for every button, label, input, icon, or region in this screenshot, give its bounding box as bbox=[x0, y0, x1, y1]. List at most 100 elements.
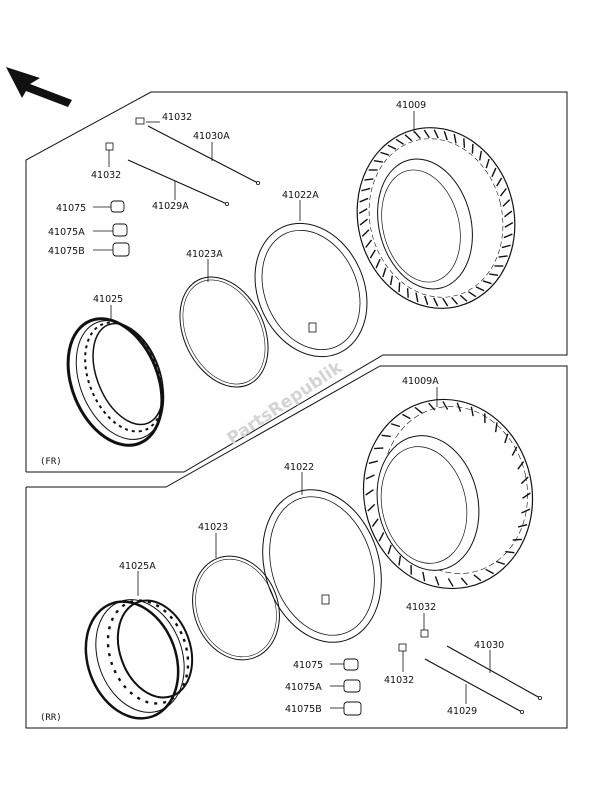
tread-mark bbox=[442, 401, 449, 410]
rear-spoke-short bbox=[424, 658, 525, 715]
rear-tube-valve-icon bbox=[321, 594, 330, 605]
tread-mark bbox=[478, 150, 483, 161]
front-rim-label: 41025 bbox=[93, 294, 123, 305]
tread-mark bbox=[368, 460, 379, 464]
tread-mark bbox=[456, 402, 462, 412]
rear-rim-band-label: 41023 bbox=[198, 522, 228, 533]
tread-mark bbox=[415, 292, 419, 303]
tread-mark bbox=[359, 197, 369, 203]
front-tube bbox=[254, 222, 368, 358]
tread-mark bbox=[447, 578, 454, 587]
tread-mark bbox=[504, 221, 514, 228]
rear-nipple-b-icon bbox=[398, 643, 407, 652]
rear-spoke-long-label: 41030 bbox=[474, 640, 504, 651]
tread-mark bbox=[390, 423, 401, 428]
front-nipple-a-label: 41032 bbox=[162, 112, 192, 123]
front-weight-b-label: 41075B bbox=[48, 246, 85, 257]
tread-mark bbox=[358, 208, 368, 215]
front-nipple-b-icon bbox=[105, 142, 114, 151]
tread-mark bbox=[501, 244, 511, 249]
rear-weight-a-icon bbox=[343, 679, 361, 693]
tread-mark bbox=[498, 255, 508, 258]
tread-mark bbox=[414, 406, 423, 414]
rear-spoke-long bbox=[446, 645, 543, 701]
front-weight-a-icon bbox=[112, 223, 128, 237]
front-spoke-short-label: 41029A bbox=[152, 201, 189, 212]
tread-mark bbox=[413, 131, 421, 140]
tread-mark bbox=[406, 288, 409, 298]
tread-mark bbox=[468, 291, 477, 298]
front-nipple-a-icon bbox=[135, 117, 145, 125]
rear-panel-border bbox=[25, 365, 568, 729]
front-weight-icon bbox=[110, 200, 125, 213]
tread-mark bbox=[485, 568, 494, 575]
tread-mark bbox=[459, 294, 468, 302]
tread-mark bbox=[369, 249, 376, 259]
front-rim-band-label: 41023A bbox=[186, 249, 223, 260]
rear-rim-label: 41025A bbox=[119, 561, 156, 572]
rear-weight-label: 41075 bbox=[293, 660, 323, 671]
tread-mark bbox=[398, 555, 402, 566]
tread-mark bbox=[398, 282, 401, 293]
tread-mark bbox=[460, 577, 468, 586]
tread-mark bbox=[496, 177, 503, 187]
tread-mark bbox=[517, 460, 525, 470]
rear-nipple-b-label: 41032 bbox=[384, 675, 414, 686]
tread-mark bbox=[359, 218, 368, 226]
tread-mark bbox=[512, 538, 522, 541]
tread-mark bbox=[404, 134, 413, 142]
tread-mark bbox=[503, 233, 513, 239]
direction-arrow-icon bbox=[6, 67, 72, 107]
front-weight-b-icon bbox=[112, 242, 130, 257]
tread-mark bbox=[361, 229, 370, 237]
rear-spoke-short-label: 41029 bbox=[447, 706, 477, 717]
tread-mark bbox=[520, 476, 529, 485]
front-spoke-short bbox=[127, 159, 229, 206]
tread-mark bbox=[463, 138, 466, 148]
tread-mark bbox=[489, 273, 499, 277]
tread-mark bbox=[485, 158, 490, 169]
tread-mark bbox=[373, 159, 383, 163]
tread-mark bbox=[361, 187, 371, 192]
rear-rim-band bbox=[192, 555, 280, 661]
watermark: PartsRepublik bbox=[224, 357, 347, 449]
tread-mark bbox=[505, 550, 515, 554]
front-panel-border bbox=[25, 91, 568, 473]
front-tube-label: 41022A bbox=[282, 190, 319, 201]
tread-mark bbox=[451, 296, 459, 305]
tread-mark bbox=[494, 422, 498, 433]
front-rim-band bbox=[179, 276, 269, 388]
tread-mark bbox=[422, 571, 426, 582]
rear-weight-b-icon bbox=[343, 701, 362, 716]
front-rim bbox=[66, 317, 165, 447]
rear-tube-label: 41022 bbox=[284, 462, 314, 473]
tread-mark bbox=[522, 492, 531, 499]
front-section-label: (FR) bbox=[40, 457, 62, 467]
tread-mark bbox=[378, 532, 385, 542]
tread-mark bbox=[433, 129, 439, 139]
rear-nipple-a-icon bbox=[420, 629, 429, 638]
tread-mark bbox=[365, 239, 373, 248]
tread-mark bbox=[381, 434, 391, 438]
tread-mark bbox=[365, 474, 375, 480]
rear-tire-tread bbox=[365, 401, 531, 587]
tread-mark bbox=[428, 402, 436, 411]
tread-mark bbox=[470, 406, 474, 417]
tread-mark bbox=[504, 210, 513, 218]
tread-mark bbox=[395, 138, 404, 145]
front-spoke-long-label: 41030A bbox=[193, 131, 230, 142]
rear-section-label: (RR) bbox=[40, 713, 62, 723]
rear-weight-a-label: 41075A bbox=[285, 682, 322, 693]
tread-mark bbox=[482, 280, 492, 285]
tread-mark bbox=[389, 275, 394, 286]
front-spoke-long bbox=[147, 125, 260, 185]
front-tire-label: 41009 bbox=[396, 100, 426, 111]
tread-mark bbox=[475, 286, 485, 292]
front-nipple-b-label: 41032 bbox=[91, 170, 121, 181]
tread-mark bbox=[423, 129, 430, 139]
tread-mark bbox=[367, 503, 376, 512]
tread-mark bbox=[495, 560, 506, 565]
rear-tire bbox=[362, 398, 534, 590]
front-tube-valve-icon bbox=[308, 322, 317, 333]
tread-mark bbox=[374, 447, 384, 450]
